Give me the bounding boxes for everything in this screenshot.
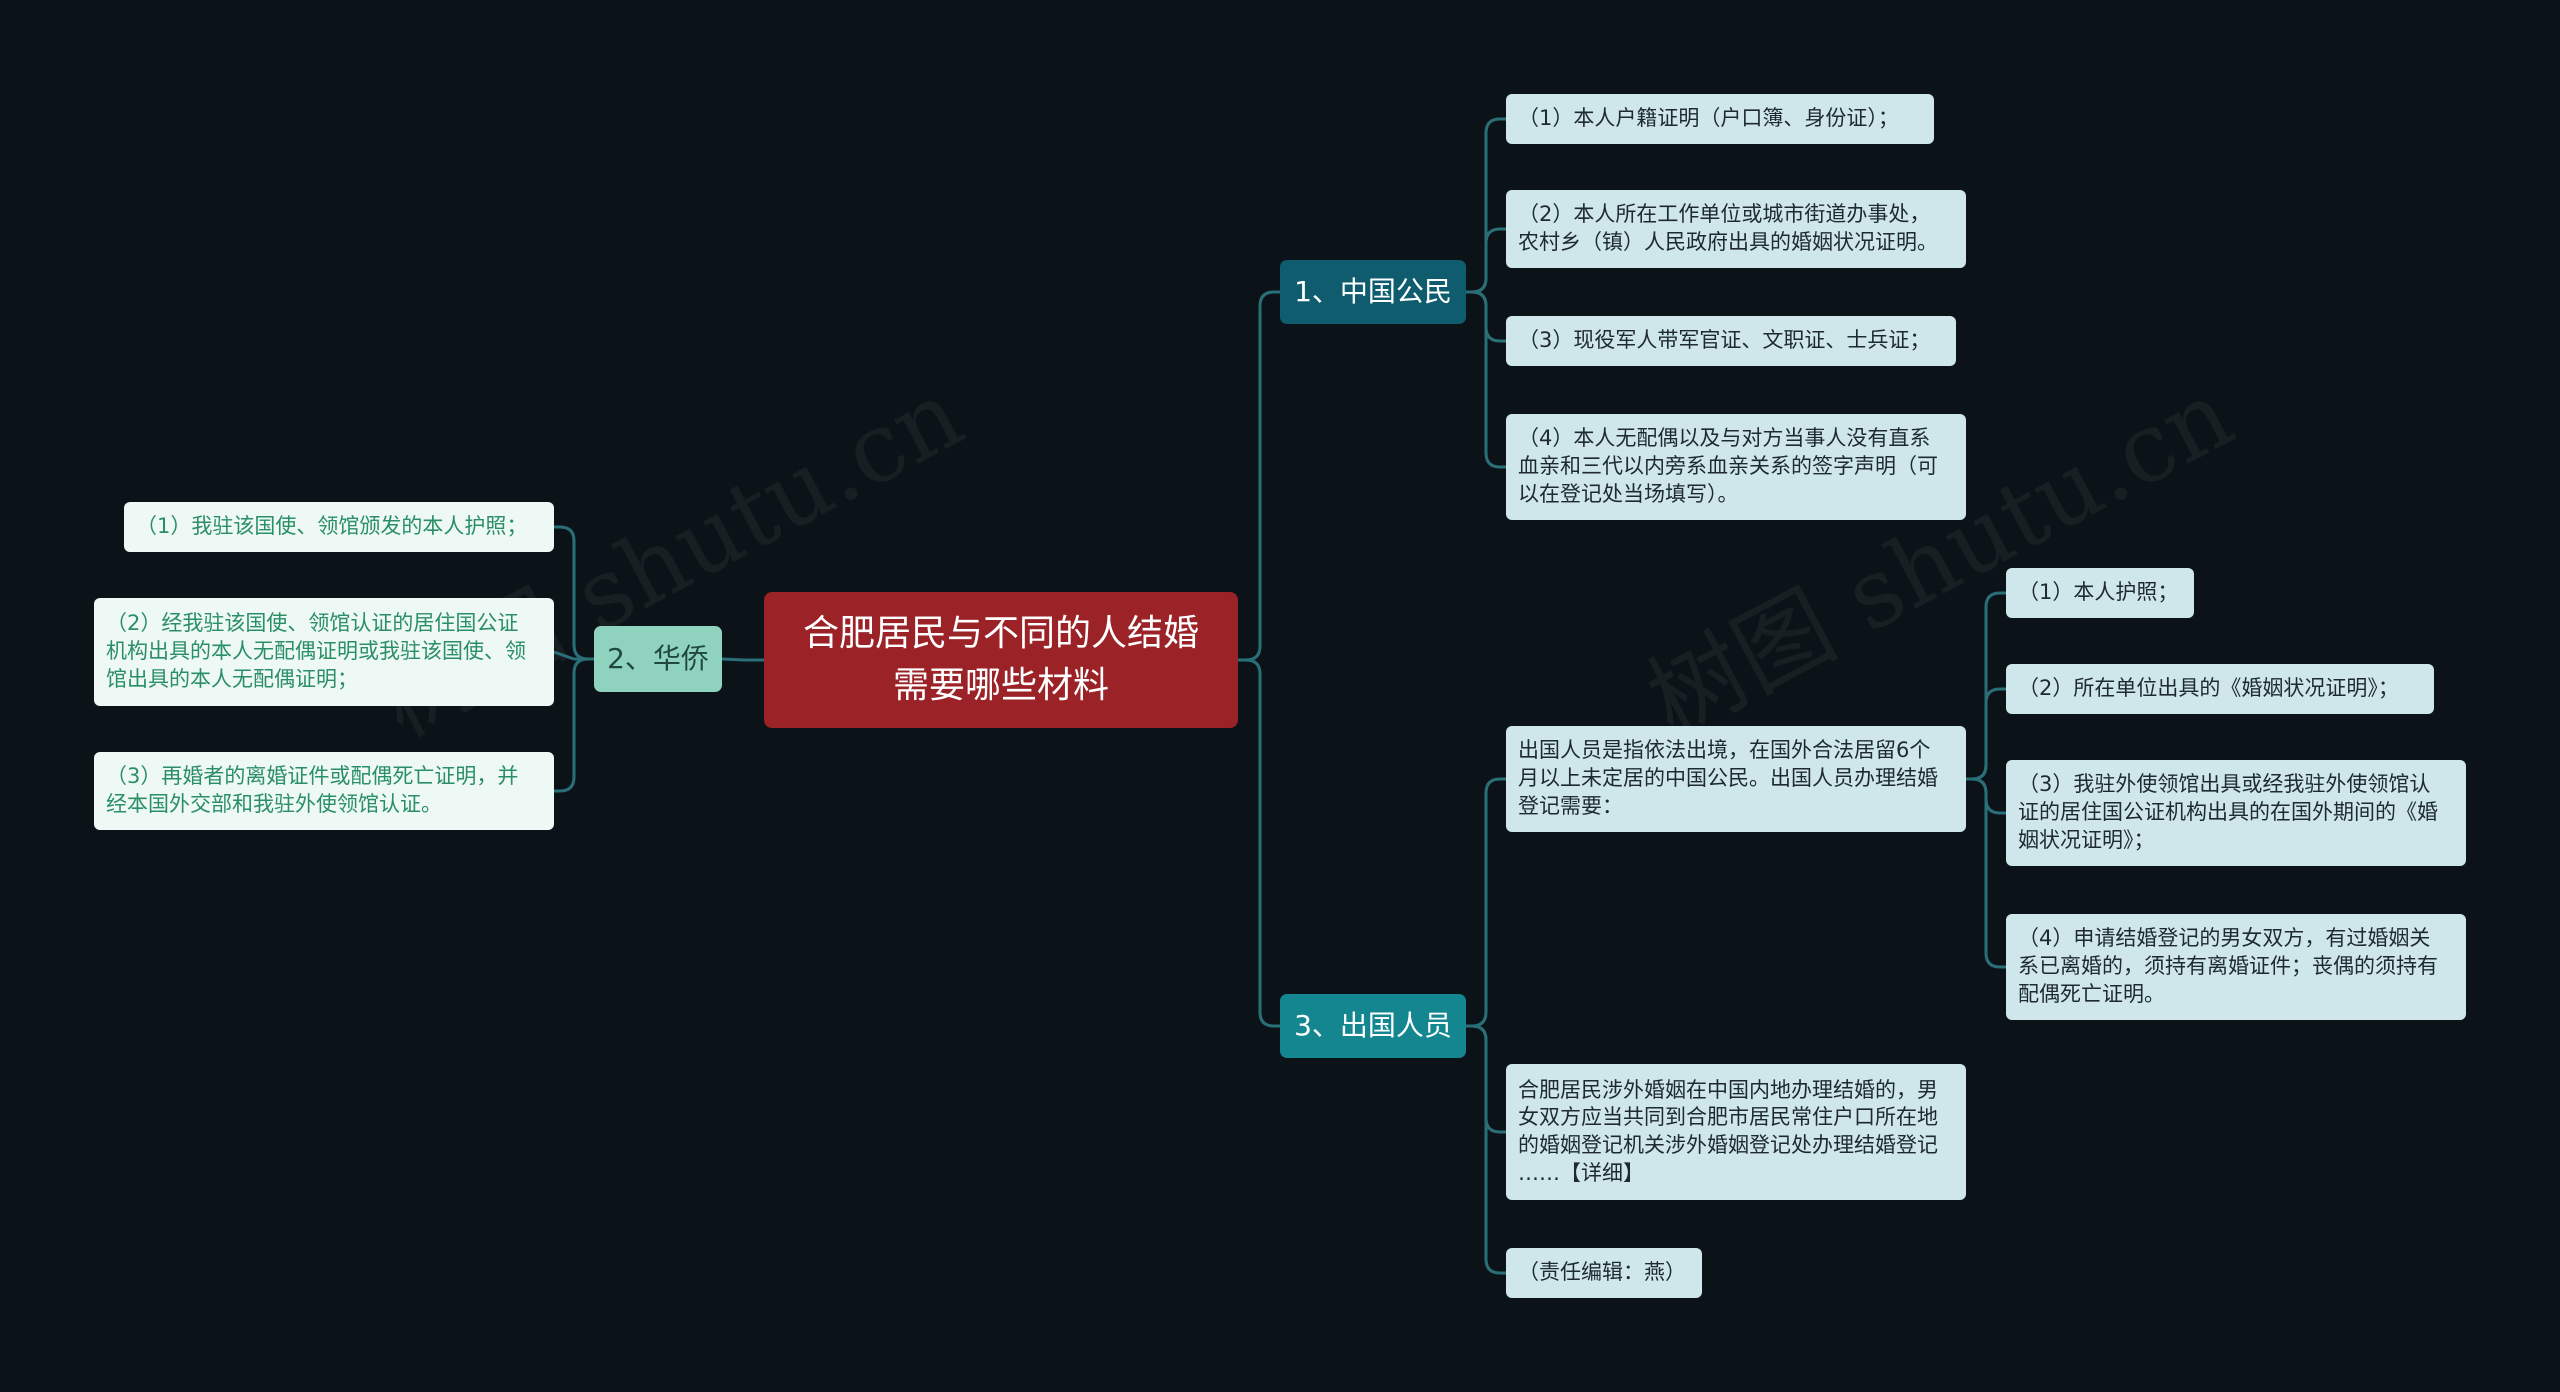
connector-n-b1-1	[1466, 227, 1506, 294]
branch-chinese-citizen[interactable]: 1、中国公民	[1280, 260, 1466, 324]
leaf-overseas-1[interactable]: （1）我驻该国使、领馆颁发的本人护照；	[124, 502, 554, 552]
connector-n-b3-intro	[1466, 777, 1506, 1028]
connector-n-b3-editor	[1466, 1024, 1506, 1275]
connector-n-b1-3	[1466, 290, 1506, 469]
connector-n-b1	[1238, 290, 1280, 662]
leaf-emigrants-sub-1[interactable]: （1）本人护照；	[2006, 568, 2194, 618]
branch-overseas-chinese[interactable]: 2、华侨	[594, 626, 722, 692]
leaf-emigrants-detail[interactable]: 合肥居民涉外婚姻在中国内地办理结婚的，男 女双方应当共同到合肥市居民常住户口所在…	[1506, 1064, 1966, 1200]
branch-emigrants[interactable]: 3、出国人员	[1280, 994, 1466, 1058]
leaf-emigrants-intro[interactable]: 出国人员是指依法出境，在国外合法居留6个 月以上未定居的中国公民。出国人员办理结…	[1506, 726, 1966, 832]
root-topic[interactable]: 合肥居民与不同的人结婚 需要哪些材料	[764, 592, 1238, 728]
leaf-citizen-2[interactable]: （2）本人所在工作单位或城市街道办事处， 农村乡（镇）人民政府出具的婚姻状况证明…	[1506, 190, 1966, 268]
connector-n-b2-2	[554, 657, 594, 793]
connector-n-b3-s3	[1966, 777, 2006, 969]
connector-n-b3-s1	[1966, 687, 2006, 781]
connector-n-b2	[721, 657, 764, 662]
leaf-emigrants-sub-3[interactable]: （3）我驻外使领馆出具或经我驻外使领馆认 证的居住国公证机构出具的在国外期间的《…	[2006, 760, 2466, 866]
connector-n-b3	[1238, 658, 1280, 1028]
connector-n-b2-0	[554, 525, 594, 661]
leaf-citizen-4[interactable]: （4）本人无配偶以及与对方当事人没有直系 血亲和三代以内旁系血亲关系的签字声明（…	[1506, 414, 1966, 520]
leaf-overseas-3[interactable]: （3）再婚者的离婚证件或配偶死亡证明，并 经本国外交部和我驻外使领馆认证。	[94, 752, 554, 830]
leaf-emigrants-sub-2[interactable]: （2）所在单位出具的《婚姻状况证明》；	[2006, 664, 2434, 714]
leaf-citizen-3[interactable]: （3）现役军人带军官证、文职证、士兵证；	[1506, 316, 1956, 366]
leaf-editor-credit: （责任编辑：燕）	[1506, 1248, 1702, 1298]
leaf-overseas-2[interactable]: （2）经我驻该国使、领馆认证的居住国公证 机构出具的本人无配偶证明或我驻该国使、…	[94, 598, 554, 706]
leaf-emigrants-sub-4[interactable]: （4）申请结婚登记的男女双方，有过婚姻关 系已离婚的，须持有离婚证件；丧偶的须持…	[2006, 914, 2466, 1020]
leaf-citizen-1[interactable]: （1）本人户籍证明（户口簿、身份证）；	[1506, 94, 1934, 144]
